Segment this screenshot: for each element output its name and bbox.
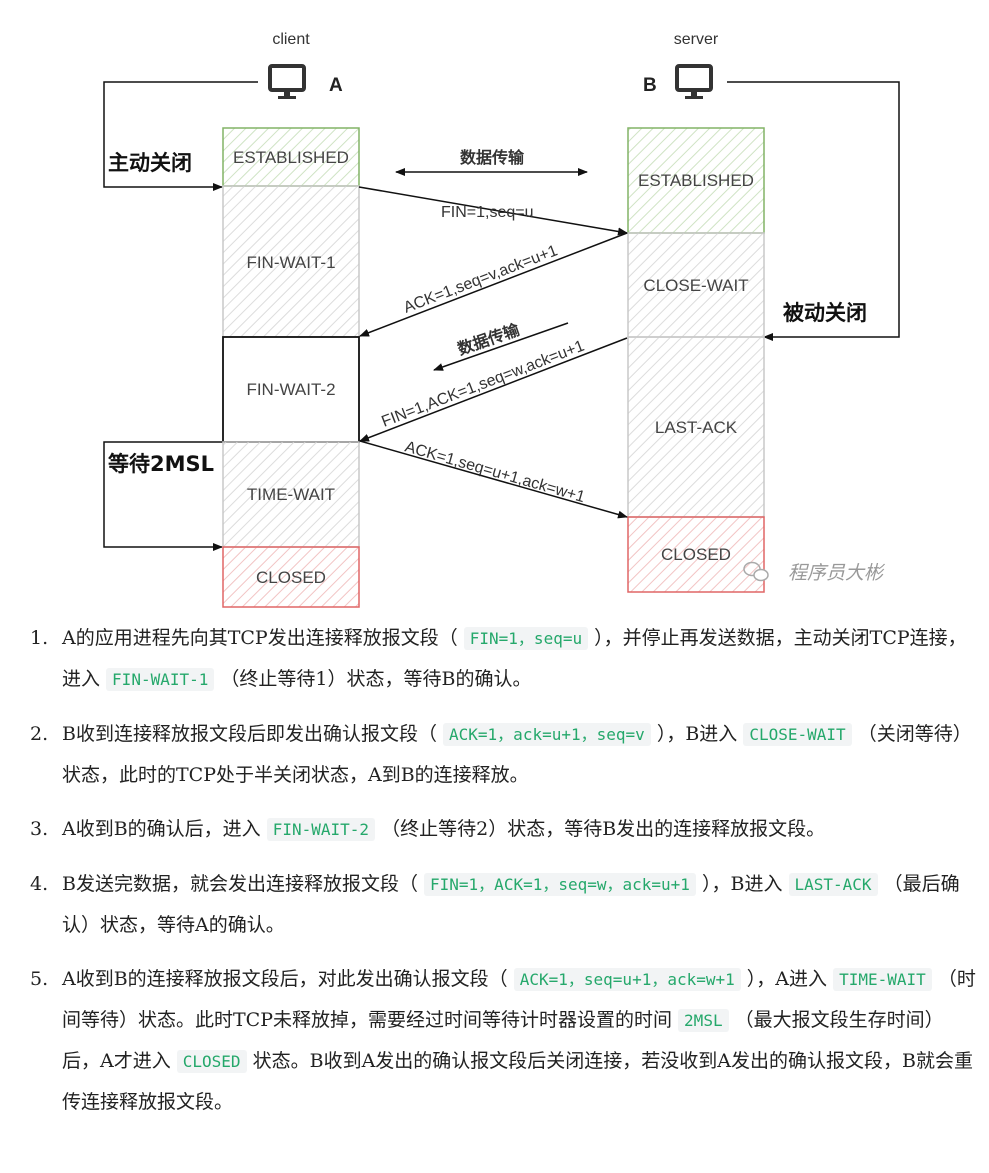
step-text: B发送完数据，就会发出连接释放报文段（	[62, 873, 425, 895]
server-state-close-wait	[627, 232, 765, 338]
steps-list: 1. A的应用进程先向其TCP发出连接释放报文段（ FIN=1，seq=u ），并…	[30, 618, 980, 1136]
step-text: ），B进入	[695, 873, 789, 895]
watermark-text: 程序员大彬	[788, 562, 886, 584]
step-text: （关闭等待）状态，此时的TCP处于半关闭状态，A到B的连接释放。	[62, 723, 972, 786]
step-text: （最大报文段生存时间）后，A才进入	[62, 1009, 944, 1072]
inline-code: CLOSE-WAIT	[743, 723, 852, 746]
inline-code: FIN=1，ACK=1，seq=w，ack=u+1	[424, 873, 696, 896]
ack-arrow	[359, 232, 628, 337]
server-state-label: CLOSED	[661, 545, 731, 564]
step-number: 3.	[30, 818, 49, 840]
client-host-label: client	[272, 31, 310, 48]
step-text: A的应用进程先向其TCP发出连接释放报文段（	[62, 627, 464, 649]
step-item: 2. B收到连接释放报文段后即发出确认报文段（ ACK=1，ack=u+1，seq…	[30, 714, 980, 795]
tcp-four-way-handshake-diagram: client A server B 主动关闭 被动关闭 等待2MSL ESTAB…	[103, 31, 900, 608]
client-state-label: ESTABLISHED	[233, 148, 349, 167]
inline-code: FIN=1，seq=u	[463, 627, 589, 650]
step-text: （最后确认）状态，等待A的确认。	[62, 873, 960, 936]
step-text: ），B进入	[650, 723, 744, 745]
step-number: 4.	[30, 873, 49, 895]
fin-label: FIN=1,seq=u	[441, 204, 534, 221]
passive-close-connector	[727, 81, 900, 341]
wait-2msl-connector	[103, 441, 223, 551]
client-state-closed	[222, 546, 360, 608]
step-number: 2.	[30, 723, 49, 745]
inline-code: TIME-WAIT	[833, 968, 932, 991]
client-state-column: ESTABLISHED FIN-WAIT-1 FIN-WAIT-2 TIME-W…	[222, 127, 360, 608]
inline-code: 2MSL	[678, 1009, 729, 1032]
step-text: A收到B的连接释放报文段后，对此发出确认报文段（	[62, 968, 514, 990]
fin-arrow	[358, 186, 628, 236]
step-text: ），A进入	[740, 968, 834, 990]
wait-2msl-label: 等待2MSL	[108, 452, 214, 476]
client-state-label: FIN-WAIT-1	[246, 253, 335, 272]
client-state-label: CLOSED	[256, 568, 326, 587]
passive-close-label: 被动关闭	[783, 301, 867, 325]
fin-ack-label: FIN=1,ACK=1,seq=w,ack=u+1	[379, 338, 587, 431]
client-monitor-icon	[268, 64, 306, 99]
server-host-letter: B	[643, 75, 657, 96]
inline-code: FIN-WAIT-1	[106, 668, 215, 691]
data-transfer-label-2: 数据传输	[455, 320, 523, 359]
client-host-letter: A	[329, 75, 343, 96]
client-state-fin-wait-1	[222, 185, 360, 338]
active-close-label: 主动关闭	[108, 151, 192, 175]
step-text: 状态。B收到A发出的确认报文段后关闭连接，若没收到A发出的确认报文段，B就会重传…	[62, 1050, 973, 1113]
step-text: （时间等待）状态。此时TCP未释放掉，需要经过时间等待计时器设置的时间	[62, 968, 976, 1031]
inline-code: LAST-ACK	[788, 873, 878, 896]
fin-ack-arrow	[359, 337, 628, 442]
step-item: 1. A的应用进程先向其TCP发出连接释放报文段（ FIN=1，seq=u ），并…	[30, 618, 980, 700]
data-transfer-label: 数据传输	[460, 148, 525, 167]
server-state-label: CLOSE-WAIT	[643, 276, 748, 295]
server-host-label: server	[674, 31, 719, 48]
inline-code: FIN-WAIT-2	[266, 818, 376, 841]
server-monitor-icon	[675, 64, 713, 99]
final-ack-label: ACK=1,seq=u+1,ack=w+1	[403, 439, 587, 507]
client-state-fin-wait-2	[222, 336, 360, 443]
step-text: （终止等待1）状态，等待B的确认。	[214, 668, 532, 690]
inline-code: ACK=1，seq=u+1，ack=w+1	[513, 968, 741, 991]
step-text: ），并停止再发送数据，主动关闭TCP连接，进入	[62, 627, 967, 690]
ack-label: ACK=1,seq=v,ack=u+1	[401, 242, 560, 316]
step-item: 5. A收到B的连接释放报文段后，对此发出确认报文段（ ACK=1，seq=u+1…	[30, 959, 980, 1122]
client-state-established	[222, 127, 360, 187]
server-state-column: ESTABLISHED CLOSE-WAIT LAST-ACK CLOSED	[627, 127, 765, 593]
final-ack-arrow	[359, 440, 628, 519]
active-close-connector	[103, 81, 258, 191]
server-state-label: LAST-ACK	[655, 418, 738, 437]
server-state-last-ack	[627, 336, 765, 518]
client-state-label: TIME-WAIT	[247, 485, 335, 504]
step-item: 3. A收到B的确认后，进入 FIN-WAIT-2 （终止等待2）状态，等待B发出…	[30, 809, 980, 850]
inline-code: CLOSED	[176, 1050, 247, 1073]
inline-code: ACK=1，ack=u+1，seq=v	[443, 723, 651, 746]
step-text: A收到B的确认后，进入	[62, 818, 267, 840]
step-text: （终止等待2）状态，等待B发出的连接释放报文段。	[375, 818, 826, 840]
step-number: 5.	[30, 968, 49, 990]
step-text: B收到连接释放报文段后即发出确认报文段（	[62, 723, 444, 745]
step-number: 1.	[30, 627, 49, 649]
step-item: 4. B发送完数据，就会发出连接释放报文段（ FIN=1，ACK=1，seq=w，…	[30, 864, 980, 945]
wechat-icon	[743, 561, 769, 582]
client-state-label: FIN-WAIT-2	[246, 380, 335, 399]
server-state-label: ESTABLISHED	[638, 171, 754, 190]
data-transfer-arrow-2	[433, 322, 569, 371]
server-state-closed	[627, 516, 765, 593]
